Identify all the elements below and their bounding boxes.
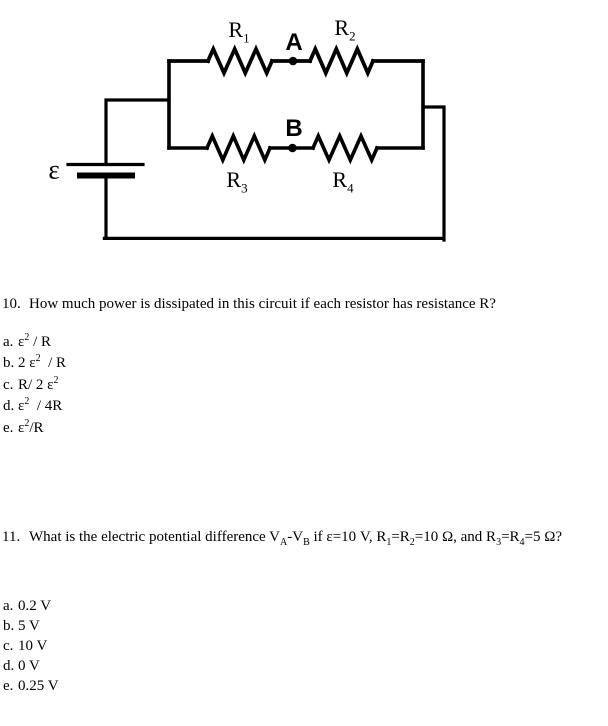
option-text: 0.2 V	[18, 598, 52, 614]
resistor-r3-label: R3	[226, 167, 248, 196]
resistor-r3-zigzag	[204, 131, 273, 165]
option-letter: c.	[3, 638, 14, 654]
option-text: 5 V	[18, 618, 40, 634]
question-11-title: 11. What is the electric potential diffe…	[2, 528, 563, 548]
option-letter: e.	[3, 419, 14, 436]
option-row: c. R/ 2 ε2	[3, 375, 66, 396]
circuit-diagram: R1 R2 R3 R4 A B ε	[0, 0, 608, 270]
resistor-r1-label: R1	[228, 17, 250, 46]
battery-top-feed-wire	[104, 98, 171, 165]
node-a-dot	[288, 56, 298, 66]
option-letter: b.	[3, 355, 15, 372]
option-text: R/ 2 ε2	[18, 374, 59, 393]
option-row: a. ε2 / R	[3, 332, 66, 353]
option-row: e. ε2/R	[3, 418, 66, 439]
resistor-r2-zigzag	[307, 44, 376, 78]
option-letter: a.	[3, 334, 14, 350]
resistor-r2-label: R2	[334, 15, 356, 44]
node-a-label: A	[285, 29, 303, 56]
option-row: d. 0 V	[3, 656, 59, 676]
question-11-text: What is the electric potential differenc…	[29, 529, 563, 548]
option-letter: d.	[3, 658, 15, 674]
option-text: 0.25 V	[18, 678, 59, 694]
question-11-number: 11.	[2, 529, 21, 545]
option-text: 0 V	[18, 658, 40, 674]
option-row: b. 2 ε2 / R	[3, 353, 66, 374]
question-11-options: a. 0.2 V b. 5 V c. 10 V d. 0 V e. 0.25 V	[3, 596, 59, 696]
option-row: b. 5 V	[3, 616, 59, 636]
node-b-label: B	[285, 115, 303, 142]
option-row: e. 0.25 V	[3, 676, 59, 696]
emf-label: ε	[48, 154, 60, 185]
option-text: ε2 / R	[18, 332, 51, 351]
option-letter: a.	[3, 598, 14, 614]
option-letter: c.	[3, 376, 14, 393]
option-text: 2 ε2 / R	[18, 353, 66, 372]
question-10-number: 10.	[2, 296, 21, 312]
option-letter: b.	[3, 618, 15, 634]
question-10-options: a. ε2 / R b. 2 ε2 / R c. R/ 2 ε2 d. ε2 /…	[3, 332, 66, 439]
circuit-svg	[66, 44, 446, 242]
option-text: ε2 / 4R	[18, 396, 63, 415]
option-text: ε2/R	[18, 417, 44, 436]
option-row: d. ε2 / 4R	[3, 396, 66, 417]
option-text: 10 V	[18, 638, 48, 654]
resistor-r1-zigzag	[205, 44, 275, 78]
node-b-dot	[288, 143, 297, 153]
question-10-title: 10. How much power is dissipated in this…	[2, 295, 496, 314]
option-letter: e.	[3, 678, 14, 694]
option-row: a. 0.2 V	[3, 596, 59, 616]
option-letter: d.	[3, 398, 15, 415]
question-10-text: How much power is dissipated in this cir…	[29, 296, 496, 312]
option-row: c. 10 V	[3, 636, 59, 656]
resistor-r4-label: R4	[332, 167, 354, 196]
outer-loop-wire	[102, 105, 446, 242]
resistor-r4-zigzag	[310, 131, 380, 165]
